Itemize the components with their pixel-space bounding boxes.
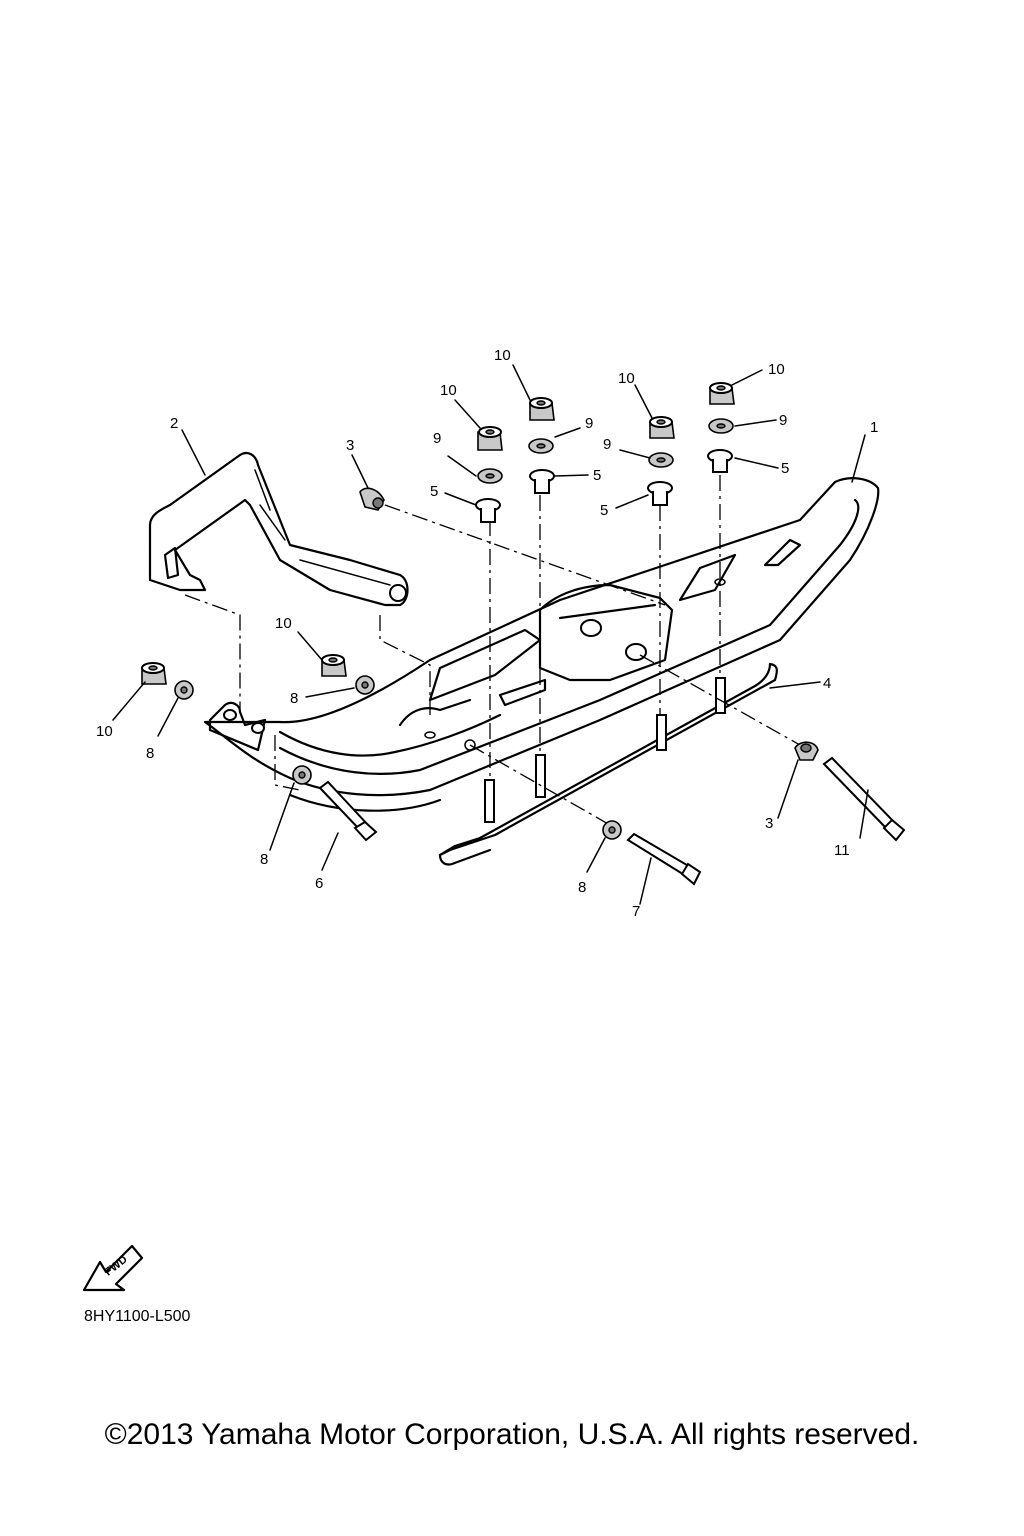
callout-1: 1 — [870, 419, 878, 436]
bolt-11 — [822, 756, 906, 842]
callout-10: 10 — [96, 723, 113, 740]
nut — [529, 397, 555, 421]
callout-11: 11 — [834, 842, 850, 859]
callout-6: 6 — [315, 875, 323, 892]
callout-4: 4 — [823, 675, 831, 692]
callout-8: 8 — [260, 851, 268, 868]
callout-10: 10 — [440, 382, 457, 399]
callout-9: 9 — [603, 436, 611, 453]
ski-body — [203, 477, 880, 812]
copyright-notice: ©2013 Yamaha Motor Corporation, U.S.A. A… — [104, 1418, 920, 1451]
callout-2: 2 — [170, 415, 178, 432]
ski-handle — [148, 451, 409, 607]
bushing — [529, 469, 555, 494]
bushing — [475, 498, 501, 523]
wear-bar — [438, 662, 778, 866]
fasteners — [141, 382, 906, 886]
bolt-6 — [318, 780, 378, 842]
ski-tabs — [208, 701, 267, 752]
callout-5: 5 — [430, 483, 438, 500]
callout-8: 8 — [290, 690, 298, 707]
callout-8: 8 — [146, 745, 154, 762]
callout-5: 5 — [600, 502, 608, 519]
leader-lines — [112, 364, 869, 905]
bolt-7 — [626, 832, 702, 886]
collar — [359, 487, 385, 511]
callout-10: 10 — [768, 361, 785, 378]
nut — [321, 654, 347, 677]
callout-10: 10 — [494, 347, 511, 364]
diagram-code: 8HY1100-L500 — [84, 1308, 191, 1325]
forward-arrow-icon: FWD — [82, 1244, 144, 1292]
callout-10: 10 — [618, 370, 635, 387]
nut — [709, 382, 735, 405]
collar — [794, 741, 819, 761]
callout-9: 9 — [433, 430, 441, 447]
nut — [477, 426, 503, 451]
callout-3: 3 — [346, 437, 354, 454]
callout-7: 7 — [632, 903, 640, 920]
nut — [649, 416, 675, 439]
bushing — [647, 481, 673, 506]
callout-5: 5 — [781, 460, 789, 477]
callout-10: 10 — [275, 615, 292, 632]
assembly-lines — [184, 475, 801, 826]
nut — [141, 662, 167, 685]
callout-8: 8 — [578, 879, 586, 896]
callout-3: 3 — [765, 815, 773, 832]
callouts: 1 2 3 3 4 5 5 5 5 6 7 8 8 8 8 9 9 9 9 10… — [96, 347, 878, 920]
callout-5: 5 — [593, 467, 601, 484]
callout-9: 9 — [779, 412, 787, 429]
bushing — [707, 449, 733, 473]
callout-9: 9 — [585, 415, 593, 432]
